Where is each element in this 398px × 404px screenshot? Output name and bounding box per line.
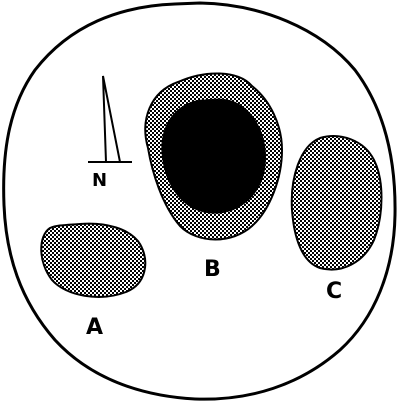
region-c	[292, 136, 382, 269]
region-c-label: C	[326, 279, 342, 304]
region-a-label: A	[86, 315, 103, 340]
north-label: N	[92, 170, 107, 191]
region-b-label: B	[204, 257, 221, 282]
